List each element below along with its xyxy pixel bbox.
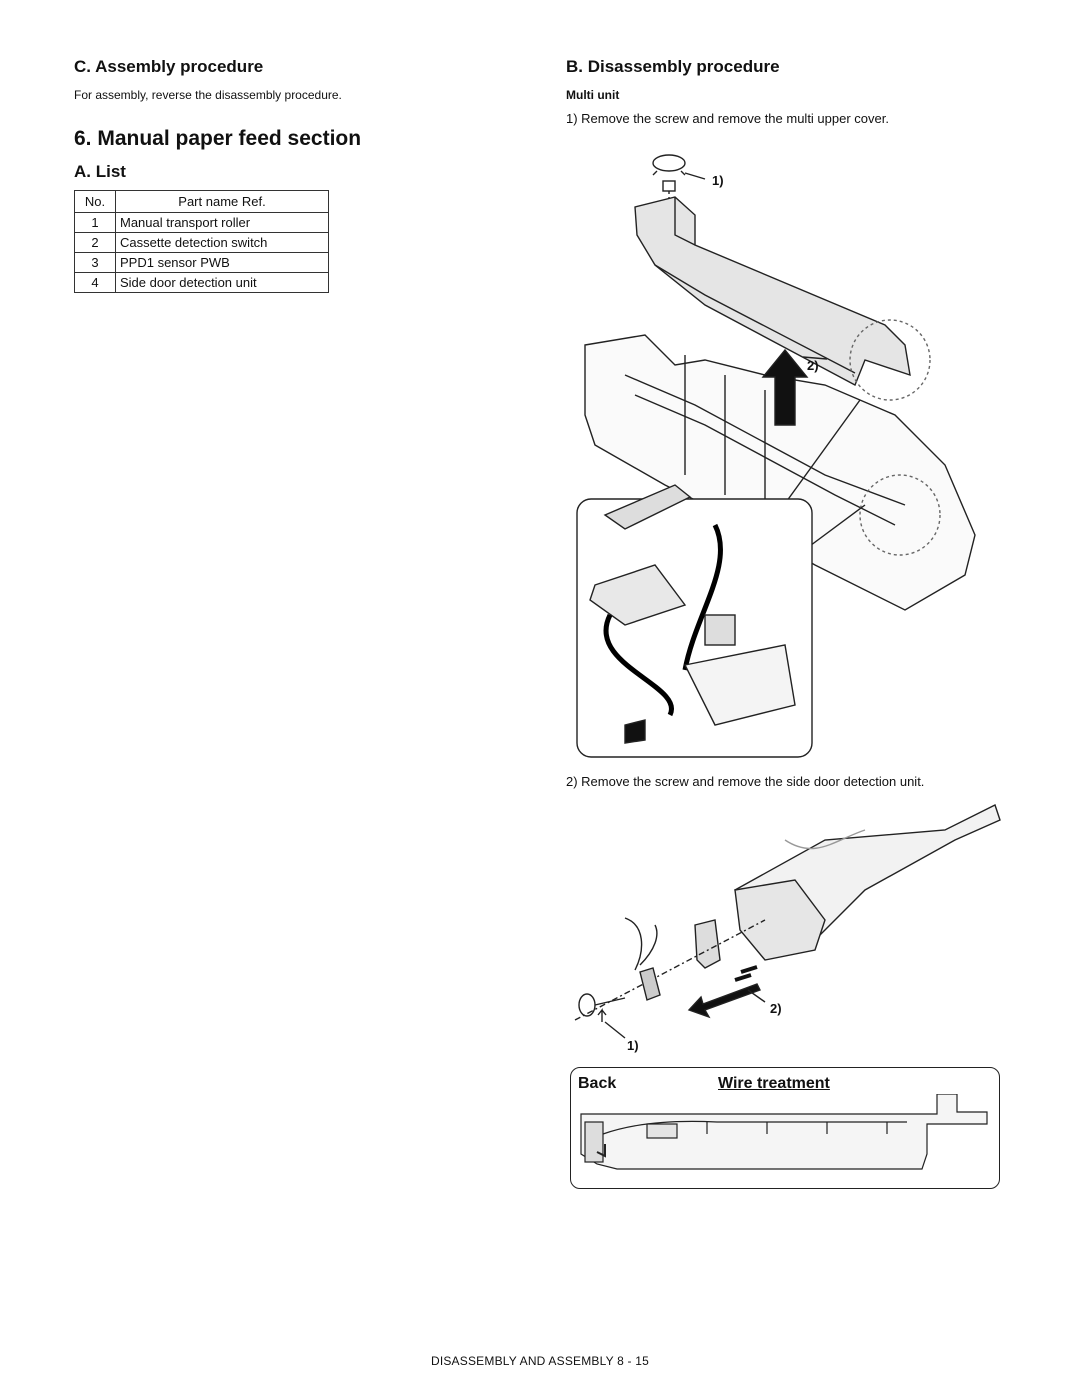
table-row: 3 PPD1 sensor PWB [74, 252, 329, 273]
back-label: Back [578, 1075, 617, 1092]
table-header-no: No. [74, 190, 116, 213]
disassembly-heading: B. Disassembly procedure [566, 57, 780, 76]
table-row: 1 Manual transport roller [74, 212, 329, 233]
multi-upper-cover-figure: 1) 2) [576, 154, 976, 758]
rotation-arrow-icon [597, 1008, 607, 1022]
table-cell-name: PPD1 sensor PWB [115, 252, 329, 273]
screw-icon [662, 180, 676, 192]
list-heading: A. List [74, 162, 126, 181]
table-row: 4 Side door detection unit [74, 272, 329, 293]
up-arrow-icon [761, 348, 809, 426]
table-cell-name: Side door detection unit [115, 272, 329, 293]
table-cell-no: 3 [74, 252, 116, 273]
wire-treatment-figure [580, 1094, 988, 1170]
removal-arrow-icon [687, 983, 761, 1019]
wire-treatment-box: Back Wire treatment [570, 1067, 1000, 1189]
table-cell-no: 2 [74, 232, 116, 253]
screw-icon [578, 993, 596, 1017]
page-footer: DISASSEMBLY AND ASSEMBLY 8 - 15 [430, 1354, 650, 1368]
fig2-callout-2: 2) [770, 1001, 782, 1016]
step-2-text: 2) Remove the screw and remove the side … [566, 774, 925, 789]
side-door-detection-figure: 2) 1) [574, 804, 1001, 1053]
rotation-arrow-icon [652, 154, 686, 172]
fig1-callout-2: 2) [807, 358, 819, 373]
wire-treatment-title: Wire treatment [718, 1075, 830, 1092]
table-header-row: No. Part name Ref. [74, 190, 329, 213]
table-cell-no: 1 [74, 212, 116, 233]
fig1-callout-1: 1) [712, 173, 724, 188]
table-header-name: Part name Ref. [115, 190, 329, 213]
section-title: 6. Manual paper feed section [74, 127, 362, 150]
assembly-text: For assembly, reverse the disassembly pr… [74, 88, 342, 102]
fig2-callout-1: 1) [627, 1038, 639, 1053]
parts-table: No. Part name Ref. 1 Manual transport ro… [74, 190, 329, 293]
table-cell-no: 4 [74, 272, 116, 293]
table-cell-name: Manual transport roller [115, 212, 329, 233]
table-cell-name: Cassette detection switch [115, 232, 329, 253]
assembly-heading: C. Assembly procedure [74, 57, 264, 76]
step-1-text: 1) Remove the screw and remove the multi… [566, 111, 889, 126]
multi-unit-subheading: Multi unit [566, 88, 620, 102]
table-row: 2 Cassette detection switch [74, 232, 329, 253]
